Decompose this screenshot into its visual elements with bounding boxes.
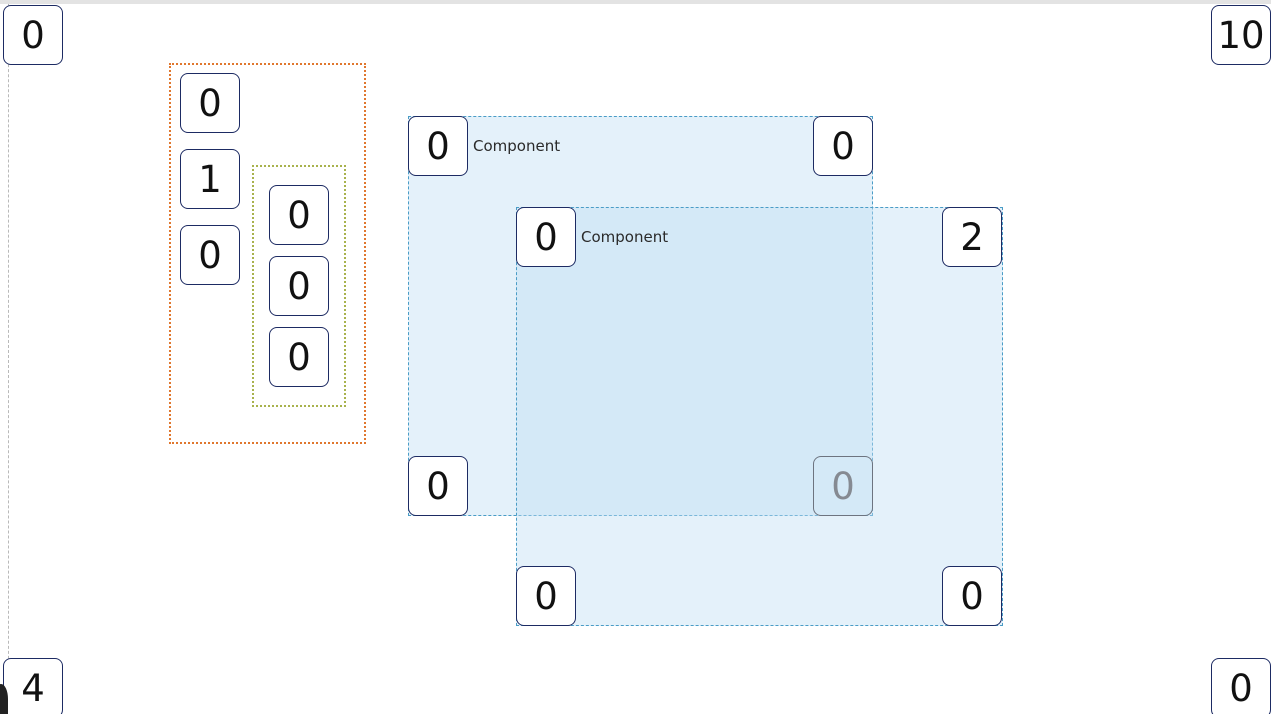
corner-counter-top-right[interactable]: 10 [1211,5,1271,65]
component-2-counter-top-right[interactable]: 2 [942,207,1002,267]
left-guide-line [8,4,9,714]
group-inner-counter-2[interactable]: 0 [269,256,329,316]
component-2-counter-bottom-right[interactable]: 0 [942,566,1002,626]
group-inner-counter-3[interactable]: 0 [269,327,329,387]
component-2-counter-top-left[interactable]: 0 [516,207,576,267]
corner-counter-bottom-right[interactable]: 0 [1211,658,1271,714]
group-inner-counter-1[interactable]: 0 [269,185,329,245]
corner-counter-top-left[interactable]: 0 [3,5,63,65]
corner-counter-bottom-left[interactable]: 4 [3,658,63,714]
container-group-inner[interactable] [252,165,346,407]
container-group-outer[interactable] [169,63,366,444]
component-1-counter-top-left[interactable]: 0 [408,116,468,176]
component-1-counter-top-right[interactable]: 0 [813,116,873,176]
component-2[interactable] [516,207,1003,626]
component-1-counter-bottom-left[interactable]: 0 [408,456,468,516]
component-1-counter-bottom-right[interactable]: 0 [813,456,873,516]
group-outer-counter-2[interactable]: 1 [180,149,240,209]
cursor-icon [0,684,8,714]
group-outer-counter-3[interactable]: 0 [180,225,240,285]
component-2-label: Component [581,228,669,246]
component-1[interactable] [408,116,873,516]
group-outer-counter-1[interactable]: 0 [180,73,240,133]
component-1-label: Component [473,137,561,155]
component-2-counter-bottom-left[interactable]: 0 [516,566,576,626]
canvas-top-edge [0,0,1271,4]
